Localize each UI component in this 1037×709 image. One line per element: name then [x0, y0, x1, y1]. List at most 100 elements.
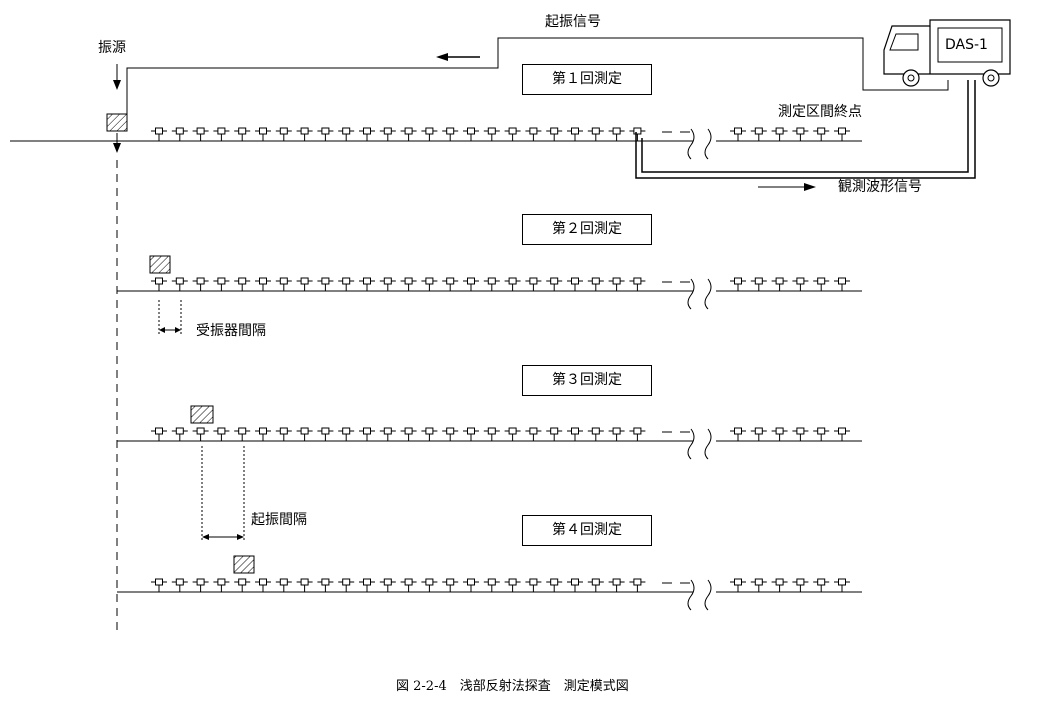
geophone: [730, 127, 746, 141]
line-break-mark: [687, 428, 695, 460]
figure-caption: 図 2-2-4 浅部反射法探査 測定模式図: [396, 679, 629, 694]
geophone: [400, 427, 417, 441]
geophone: [171, 277, 188, 291]
geophone: [587, 578, 604, 592]
geophone: [730, 427, 746, 441]
trigger-signal-label: 起振信号: [545, 14, 601, 30]
source-arrow: [113, 64, 121, 90]
geophone: [255, 127, 271, 141]
geophone: [234, 277, 251, 291]
geophone: [151, 578, 167, 592]
geophone: [483, 127, 500, 141]
geophone: [567, 578, 583, 592]
geophone: [525, 127, 542, 141]
receiver-spacing-label: 受振器間隔: [196, 323, 266, 339]
geophone: [421, 127, 438, 141]
geophone: [730, 277, 746, 291]
geophone: [275, 578, 292, 592]
geophone: [192, 277, 209, 291]
geophone: [463, 127, 479, 141]
geophone: [421, 427, 438, 441]
geophone: [587, 427, 604, 441]
geophone: [834, 127, 850, 141]
geophone: [400, 578, 417, 592]
geophone: [834, 427, 850, 441]
shot-source-4: [233, 555, 255, 574]
geophone: [379, 427, 396, 441]
geophone: [792, 127, 809, 141]
line-break-mark: [687, 278, 695, 310]
geophone: [771, 127, 788, 141]
line-break-mark: [704, 278, 712, 310]
geophone: [587, 127, 604, 141]
geophone: [546, 578, 563, 592]
shot-source-2: [149, 255, 171, 274]
geophone: [525, 578, 542, 592]
geophone: [834, 578, 850, 592]
geophone: [234, 427, 251, 441]
geophone: [255, 277, 271, 291]
geophone: [359, 127, 375, 141]
geophone: [151, 127, 167, 141]
signal-cable-inner: [641, 80, 969, 173]
geophone: [504, 427, 521, 441]
geophone-arrays: [151, 127, 850, 592]
geophone: [463, 578, 479, 592]
geophone: [171, 127, 188, 141]
geophone: [296, 427, 313, 441]
source-label: 振源: [98, 40, 126, 56]
geophone: [296, 578, 313, 592]
geophone: [442, 277, 459, 291]
geophone: [338, 127, 355, 141]
geophone: [338, 277, 355, 291]
geophone: [213, 127, 230, 141]
shot-source-1: [106, 113, 128, 132]
shot-spacing-dimension: [201, 446, 245, 542]
geophone: [275, 427, 292, 441]
geophone: [400, 127, 417, 141]
geophone: [317, 578, 334, 592]
geophone: [338, 427, 355, 441]
geophone: [255, 427, 271, 441]
end-point-label: 測定区間終点: [778, 104, 862, 120]
geophone: [379, 127, 396, 141]
geophone: [359, 277, 375, 291]
geophone: [792, 578, 809, 592]
geophone: [730, 578, 746, 592]
geophone: [338, 578, 355, 592]
geophone: [379, 578, 396, 592]
geophone: [771, 578, 788, 592]
geophone: [525, 427, 542, 441]
geophone: [400, 277, 417, 291]
geophone: [483, 427, 500, 441]
geophone: [813, 427, 830, 441]
geophone: [567, 127, 583, 141]
geophone: [608, 578, 625, 592]
ground-lines: [10, 128, 862, 611]
geophone: [608, 127, 625, 141]
geophone: [151, 427, 167, 441]
geophone: [213, 427, 230, 441]
geophone: [442, 127, 459, 141]
geophone: [317, 427, 334, 441]
geophone: [608, 427, 625, 441]
geophone: [213, 277, 230, 291]
geophone: [421, 578, 438, 592]
geophone: [442, 427, 459, 441]
geophone: [546, 127, 563, 141]
measurement-2-box: 第２回測定: [522, 214, 652, 245]
geophone: [171, 427, 188, 441]
signal-direction-arrow: [758, 183, 816, 191]
geophone: [629, 277, 646, 291]
geophone: [359, 427, 375, 441]
geophone: [483, 277, 500, 291]
shot-arrow: [113, 133, 121, 153]
geophone: [296, 127, 313, 141]
signal-cable-outer: [635, 80, 976, 179]
measurement-3-box: 第３回測定: [522, 365, 652, 396]
geophone: [567, 277, 583, 291]
shot-spacing-label: 起振間隔: [251, 512, 307, 528]
geophone: [750, 127, 767, 141]
geophone: [234, 127, 251, 141]
geophone: [750, 578, 767, 592]
